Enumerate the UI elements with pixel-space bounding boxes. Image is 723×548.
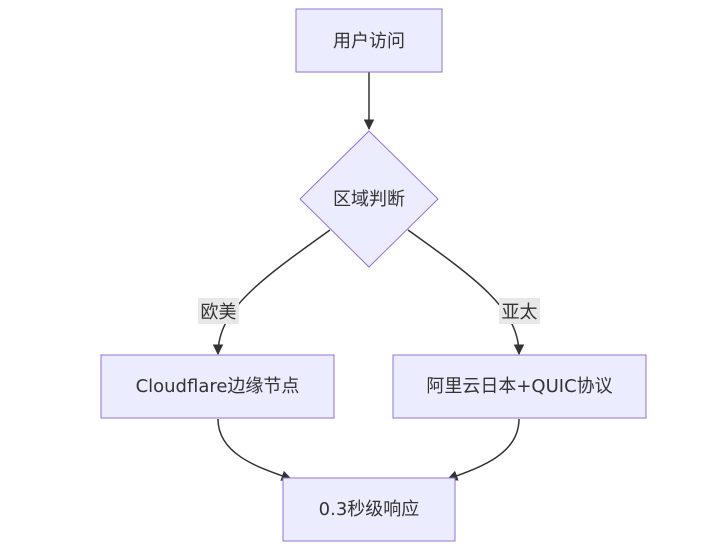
edge-label-eu-us: 欧美	[198, 298, 239, 324]
node-aliyun-label: 阿里云日本+QUIC协议	[426, 376, 612, 397]
edge-label-eu-us-text: 欧美	[201, 302, 237, 323]
node-cloudflare-label: Cloudflare边缘节点	[136, 376, 300, 397]
node-user-visit-label: 用户访问	[333, 31, 405, 52]
node-cloudflare: Cloudflare边缘节点	[100, 354, 335, 419]
node-region-check: 区域判断	[299, 130, 439, 268]
node-response-label: 0.3秒级响应	[319, 499, 420, 520]
node-region-check-label: 区域判断	[333, 189, 405, 210]
edge-cloudflare-to-response	[217, 418, 292, 481]
node-response: 0.3秒级响应	[282, 477, 456, 542]
node-aliyun: 阿里云日本+QUIC协议	[392, 354, 647, 419]
node-user-visit: 用户访问	[295, 8, 443, 73]
edge-region-to-aliyun	[407, 229, 525, 356]
edge-aliyun-to-response	[447, 418, 520, 481]
edge-label-asia-pacific-text: 亚太	[502, 302, 538, 323]
edge-label-asia-pacific: 亚太	[499, 298, 540, 324]
edge-region-to-cloudflare	[212, 229, 331, 356]
